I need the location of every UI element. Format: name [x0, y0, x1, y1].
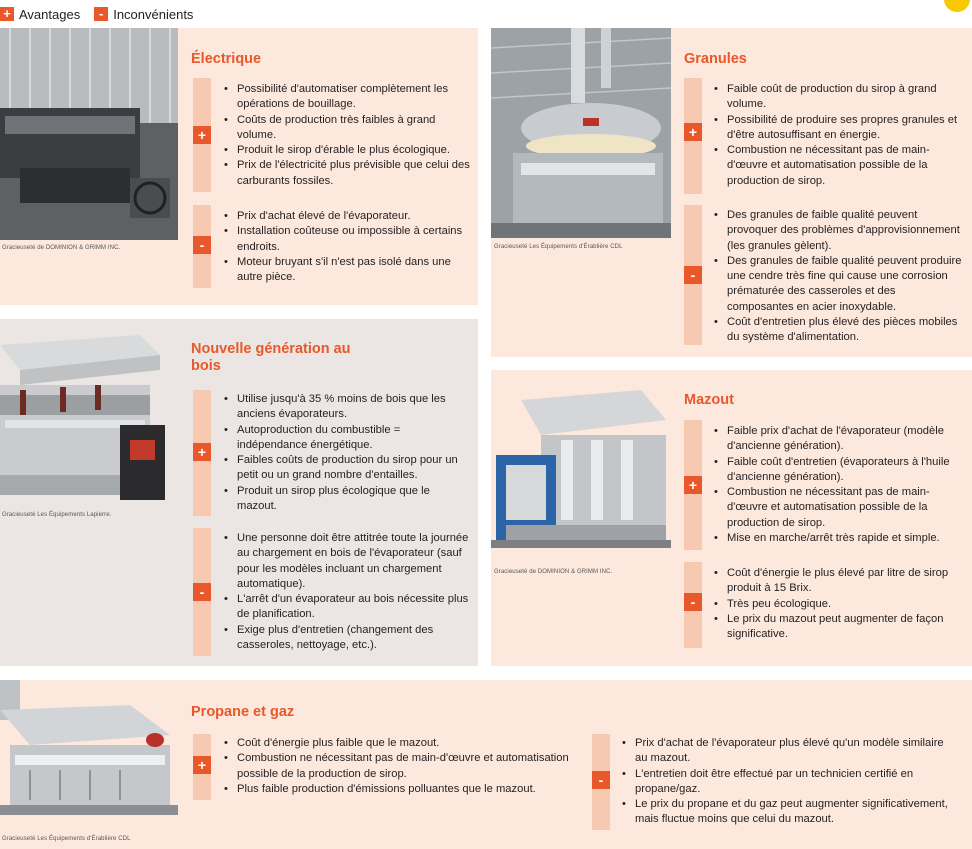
plus-icon: +: [193, 756, 211, 774]
legend: + Avantages - Inconvénients: [0, 4, 207, 24]
list-item: Combustion ne nécessitant pas de main-d'…: [714, 485, 964, 531]
photo-oil-evaporator: [491, 380, 671, 560]
minus-icon: -: [94, 7, 109, 21]
pros-list: Utilise jusqu'à 35 % moins de bois que l…: [224, 392, 470, 514]
minus-icon: -: [592, 771, 610, 789]
pros-marker: +: [193, 78, 211, 192]
list-item: Prix d'achat de l'évaporateur plus élevé…: [622, 736, 957, 767]
plus-icon: +: [193, 126, 211, 144]
list-item: Combustion ne nécessitant pas de main-d'…: [224, 751, 569, 782]
photo-propane-evaporator: [0, 680, 178, 828]
list-item: Très peu écologique.: [714, 597, 964, 613]
cons-list: Coût d'énergie le plus élevé par litre d…: [714, 566, 964, 642]
list-item: Produit un sirop plus écologique que le …: [224, 484, 470, 515]
list-item: L'entretien doit être effectué par un te…: [622, 767, 957, 798]
list-item: Faibles coûts de production du sirop pou…: [224, 453, 470, 484]
minus-icon: -: [684, 266, 702, 284]
section-title: Granules: [684, 51, 747, 67]
pros-marker: +: [193, 734, 211, 800]
list-item: Faible prix d'achat de l'évaporateur (mo…: [714, 424, 964, 455]
list-item: Prix de l'électricité plus prévisible qu…: [224, 158, 470, 189]
photo-electric-evaporator: [0, 28, 178, 240]
list-item: Exige plus d'entretien (changement des c…: [224, 623, 470, 654]
plus-icon: +: [684, 123, 702, 141]
list-item: Coûts de production très faibles à grand…: [224, 113, 470, 144]
photo-wood-evaporator: [0, 325, 178, 505]
photo-credit: Gracieuseté Les Équipements d'Érablière …: [2, 836, 131, 842]
plus-icon: +: [193, 443, 211, 461]
list-item: Possibilité d'automatiser complètement l…: [224, 82, 470, 113]
list-item: Coût d'énergie le plus élevé par litre d…: [714, 566, 964, 597]
list-item: Possibilité de produire ses propres gran…: [714, 113, 964, 144]
photo-credit: Gracieuseté de DOMINION & GRIMM INC.: [2, 245, 121, 251]
legend-disadvantages-label: Inconvénients: [113, 6, 194, 22]
minus-icon: -: [684, 593, 702, 611]
cons-marker: -: [193, 205, 211, 288]
photo-credit: Gracieuseté Les Équipements Lapierre.: [2, 512, 112, 518]
plus-icon: +: [0, 7, 14, 21]
list-item: Utilise jusqu'à 35 % moins de bois que l…: [224, 392, 470, 423]
list-item: Prix d'achat élevé de l'évaporateur.: [224, 209, 470, 225]
list-item: Le prix du propane et du gaz peut augmen…: [622, 797, 957, 828]
cons-list: Une personne doit être attitrée toute la…: [224, 531, 470, 653]
pros-marker: +: [684, 420, 702, 550]
list-item: Autoproduction du combustible = indépend…: [224, 423, 470, 454]
list-item: Produit le sirop d'érable le plus écolog…: [224, 143, 470, 159]
section-title: Nouvelle génération au bois: [191, 341, 351, 374]
list-item: Plus faible production d'émissions pollu…: [224, 782, 569, 798]
cons-marker: -: [684, 562, 702, 648]
plus-icon: +: [684, 476, 702, 494]
pros-list: Faible prix d'achat de l'évaporateur (mo…: [714, 424, 964, 547]
cons-list: Prix d'achat élevé de l'évaporateur. Ins…: [224, 209, 470, 285]
list-item: Combustion ne nécessitant pas de main-d'…: [714, 143, 964, 189]
pros-list: Faible coût de production du sirop à gra…: [714, 82, 964, 189]
minus-icon: -: [193, 583, 211, 601]
list-item: Une personne doit être attitrée toute la…: [224, 531, 470, 592]
list-item: Faible coût de production du sirop à gra…: [714, 82, 964, 113]
list-item: Des granules de faible qualité peuvent p…: [714, 254, 964, 315]
cons-list: Prix d'achat de l'évaporateur plus élevé…: [622, 736, 957, 828]
legend-disadvantages: - Inconvénients: [94, 7, 193, 22]
pros-list: Coût d'énergie plus faible que le mazout…: [224, 736, 569, 797]
cons-list: Des granules de faible qualité peuvent p…: [714, 208, 964, 346]
list-item: Le prix du mazout peut augmenter de faço…: [714, 612, 964, 643]
list-item: Moteur bruyant s'il n'est pas isolé dans…: [224, 255, 470, 286]
yellow-circle-icon: [944, 0, 970, 12]
cons-marker: -: [592, 734, 610, 830]
photo-granules-evaporator: [491, 28, 671, 238]
list-item: Des granules de faible qualité peuvent p…: [714, 208, 964, 254]
legend-advantages: + Avantages: [0, 7, 80, 22]
minus-icon: -: [193, 236, 211, 254]
pros-list: Possibilité d'automatiser complètement l…: [224, 82, 470, 189]
list-item: Faible coût d'entretien (évaporateurs à …: [714, 455, 964, 486]
photo-credit: Gracieuseté de DOMINION & GRIMM INC.: [494, 569, 613, 575]
list-item: Coût d'entretien plus élevé des pièces m…: [714, 315, 964, 346]
pros-marker: +: [193, 390, 211, 516]
legend-advantages-label: Avantages: [19, 6, 81, 22]
photo-credit: Gracieuseté Les Équipements d'Érablière …: [494, 244, 623, 250]
cons-marker: -: [193, 528, 211, 656]
list-item: Installation coûteuse ou impossible à ce…: [224, 224, 470, 255]
list-item: L'arrêt d'un évaporateur au bois nécessi…: [224, 592, 470, 623]
section-title: Propane et gaz: [191, 704, 295, 720]
cons-marker: -: [684, 205, 702, 345]
list-item: Mise en marche/arrêt très rapide et simp…: [714, 531, 964, 547]
section-title: Électrique: [191, 51, 262, 67]
list-item: Coût d'énergie plus faible que le mazout…: [224, 736, 569, 752]
pros-marker: +: [684, 78, 702, 194]
section-title: Mazout: [684, 392, 734, 408]
